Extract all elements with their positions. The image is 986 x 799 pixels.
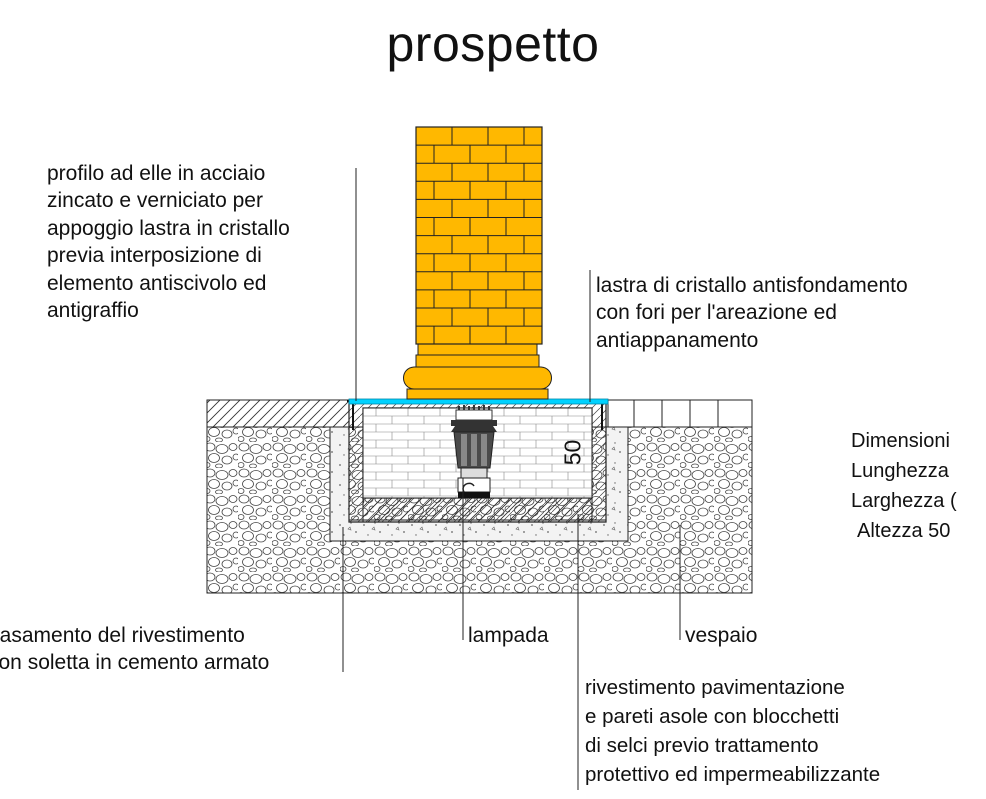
paving-right — [607, 399, 753, 428]
brick-column — [415, 126, 543, 345]
label-lampada: lampada — [468, 624, 549, 647]
well-floor — [362, 497, 593, 523]
lamp-fixture — [451, 405, 497, 498]
column-fillet-1 — [415, 354, 540, 368]
column-plinth — [406, 388, 549, 400]
label-profilo: profilo ad elle in acciaio zincato e ver… — [47, 162, 290, 323]
label-dimensioni: Dimensioni Lunghezza Larghezza ( Altezza… — [851, 430, 957, 542]
column-torus — [403, 366, 552, 390]
label-vespaio: vespaio — [685, 624, 758, 647]
depth-dimension: 50 — [559, 439, 586, 466]
page-title: prospetto — [386, 16, 600, 72]
paving-left — [206, 399, 350, 428]
label-lastra: lastra di cristallo antisfondamento con … — [596, 274, 908, 352]
glass-slab — [348, 398, 609, 405]
label-rivestimento: rivestimento pavimentazione e pareti aso… — [585, 676, 881, 786]
column-fillet-2 — [417, 343, 538, 356]
leader-lines — [342, 168, 681, 790]
paving-right-joints — [633, 400, 719, 427]
label-basamento: basamento del rivestimento con soletta i… — [0, 624, 270, 675]
